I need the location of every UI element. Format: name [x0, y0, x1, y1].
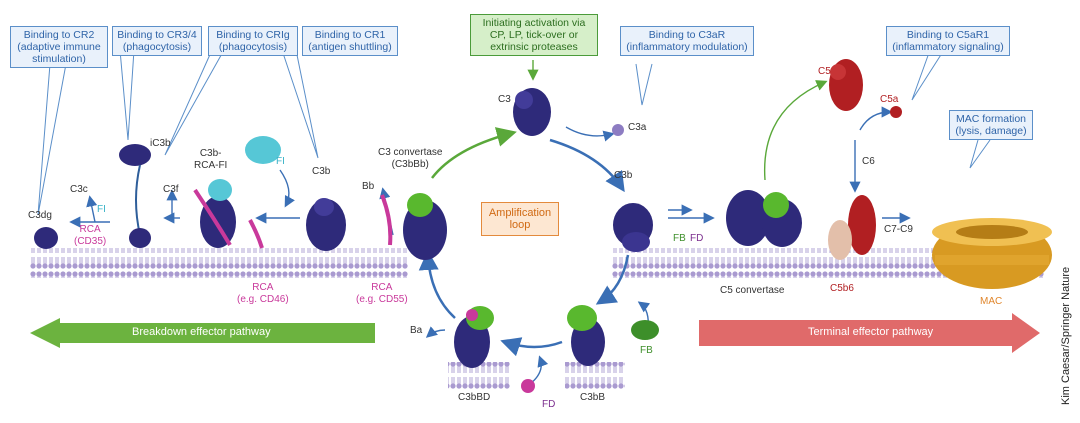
protein-c3 — [513, 88, 551, 136]
protein-c3bb — [567, 305, 605, 366]
membrane-c3bbd — [448, 362, 510, 390]
label-c3-convertase: C3 convertase (C3bBb) — [378, 147, 443, 170]
protein-c5-convertase — [726, 190, 802, 247]
label-ba: Ba — [410, 325, 423, 336]
amplification-loop-arrows — [418, 127, 630, 357]
label-c3a: C3a — [628, 122, 647, 133]
callout-pointers — [37, 49, 991, 216]
terminal-pathway-label: Terminal effector pathway — [808, 326, 934, 338]
terminal-pathway-arrow — [699, 313, 1040, 353]
callout-initiating: Initiating activation via CP, LP, tick-o… — [470, 14, 598, 56]
protein-c5b6 — [828, 195, 876, 260]
image-credit: Kim Caesar/Springer Nature — [1060, 266, 1072, 405]
label-mac: MAC — [980, 296, 1003, 307]
callout-cr1: Binding to CR1 (antigen shuttling) — [302, 26, 398, 56]
label-rca-cd46: RCA (e.g. CD46) — [237, 282, 289, 305]
protein-c3b-rca-fi — [193, 179, 264, 249]
label-c3bb: C3bB — [580, 392, 606, 403]
membrane-left — [30, 248, 408, 278]
label-c5: C5 — [818, 66, 831, 77]
breakdown-pathway-arrow — [30, 318, 375, 348]
label-c3b-left: C3b — [312, 166, 331, 177]
breakdown-pathway-label: Breakdown effector pathway — [132, 326, 271, 338]
label-fi-top: FI — [276, 156, 285, 167]
label-c3bbd: C3bBD — [458, 392, 491, 403]
label-c5b6: C5b6 — [830, 283, 854, 294]
label-c3dg: C3dg — [28, 210, 52, 221]
callout-cr34: Binding to CR3/4 (phagocytosis) — [112, 26, 202, 56]
label-c6: C6 — [862, 156, 875, 167]
callout-crig: Binding to CRIg (phagocytosis) — [208, 26, 298, 56]
callout-c3ar: Binding to C3aR (inflammatory modulation… — [620, 26, 754, 56]
protein-c3dg — [34, 227, 58, 249]
label-ic3b: iC3b — [150, 138, 171, 149]
protein-c5 — [829, 59, 863, 111]
callout-c5ar1: Binding to C5aR1 (inflammatory signaling… — [886, 26, 1010, 56]
label-bb: Bb — [362, 181, 375, 192]
protein-mac — [932, 218, 1052, 289]
callout-amplification: Amplification loop — [481, 202, 559, 236]
label-c7c9: C7-C9 — [884, 224, 913, 235]
label-c3: C3 — [498, 94, 511, 105]
label-c3f: C3f — [163, 184, 179, 195]
label-c3b-right: C3b — [614, 170, 633, 181]
protein-c3b-right — [613, 203, 653, 252]
protein-fi-top — [245, 136, 281, 164]
label-fi-left: FI — [97, 204, 106, 215]
label-c3c: C3c — [70, 184, 88, 195]
protein-c3b-left — [306, 198, 346, 251]
protein-ic3b — [119, 144, 151, 248]
label-fd-right: FD — [690, 233, 704, 244]
callout-cr2: Binding to CR2 (adaptive immune stimulat… — [10, 26, 108, 68]
protein-c3a — [612, 124, 624, 136]
label-c3b-rca-fi: C3b- RCA-FI — [194, 148, 228, 171]
protein-c5a — [890, 106, 902, 118]
callout-mac: MAC formation (lysis, damage) — [949, 110, 1033, 140]
protein-fd-bottom — [521, 379, 535, 393]
label-c5a: C5a — [880, 94, 899, 105]
protein-bb-rca-cd55 — [380, 194, 393, 246]
label-fd-bottom: FD — [542, 399, 556, 410]
label-rca-cd35: RCA (CD35) — [74, 224, 107, 247]
label-rca-cd55: RCA (e.g. CD55) — [356, 282, 408, 305]
label-c5-convertase: C5 convertase — [720, 285, 785, 296]
label-fb-right: FB — [673, 233, 686, 244]
protein-c3-convertase — [403, 193, 447, 260]
pathway-arrows — [69, 60, 911, 385]
membrane-c3bb — [565, 362, 625, 390]
label-fb-bottom: FB — [640, 345, 653, 356]
protein-fb-bottom — [631, 320, 659, 340]
protein-c3bbd — [454, 306, 494, 368]
